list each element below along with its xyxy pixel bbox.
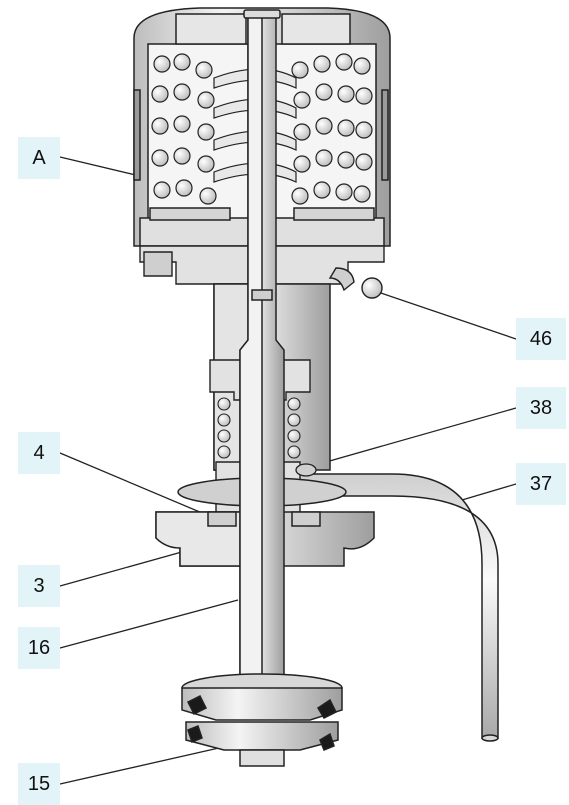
leader-15 (59, 744, 233, 785)
pipe-joint-ring (295, 463, 317, 477)
knob-46 (361, 277, 383, 299)
callout-38: 38 (516, 387, 566, 429)
stem-spring (217, 397, 301, 459)
seal (187, 725, 203, 743)
callout-3: 3 (18, 565, 60, 607)
valve-stem (239, 9, 285, 691)
seal (316, 698, 338, 719)
callout-A: A (18, 137, 60, 179)
callout-15: 15 (18, 763, 60, 805)
spring-row (153, 179, 371, 205)
callout-4: 4 (18, 432, 60, 474)
spring-row (151, 83, 373, 109)
leader-4 (59, 452, 215, 519)
leader-37 (461, 483, 517, 501)
seal (319, 732, 335, 751)
valve-disc (181, 673, 343, 767)
leader-16 (59, 599, 239, 649)
leader-46 (371, 289, 517, 340)
callout-16: 16 (18, 627, 60, 669)
seal (186, 694, 208, 716)
callout-46: 46 (516, 318, 566, 360)
callout-37: 37 (516, 463, 566, 505)
leader-lines (59, 156, 517, 785)
spring-row (153, 53, 371, 79)
leader-A (59, 156, 141, 177)
spring-row (151, 147, 373, 173)
leader-38 (311, 407, 517, 467)
actuator-springs (151, 53, 373, 205)
bent-pipe (281, 473, 499, 742)
leader-3 (59, 547, 197, 587)
spring-row (151, 115, 373, 141)
